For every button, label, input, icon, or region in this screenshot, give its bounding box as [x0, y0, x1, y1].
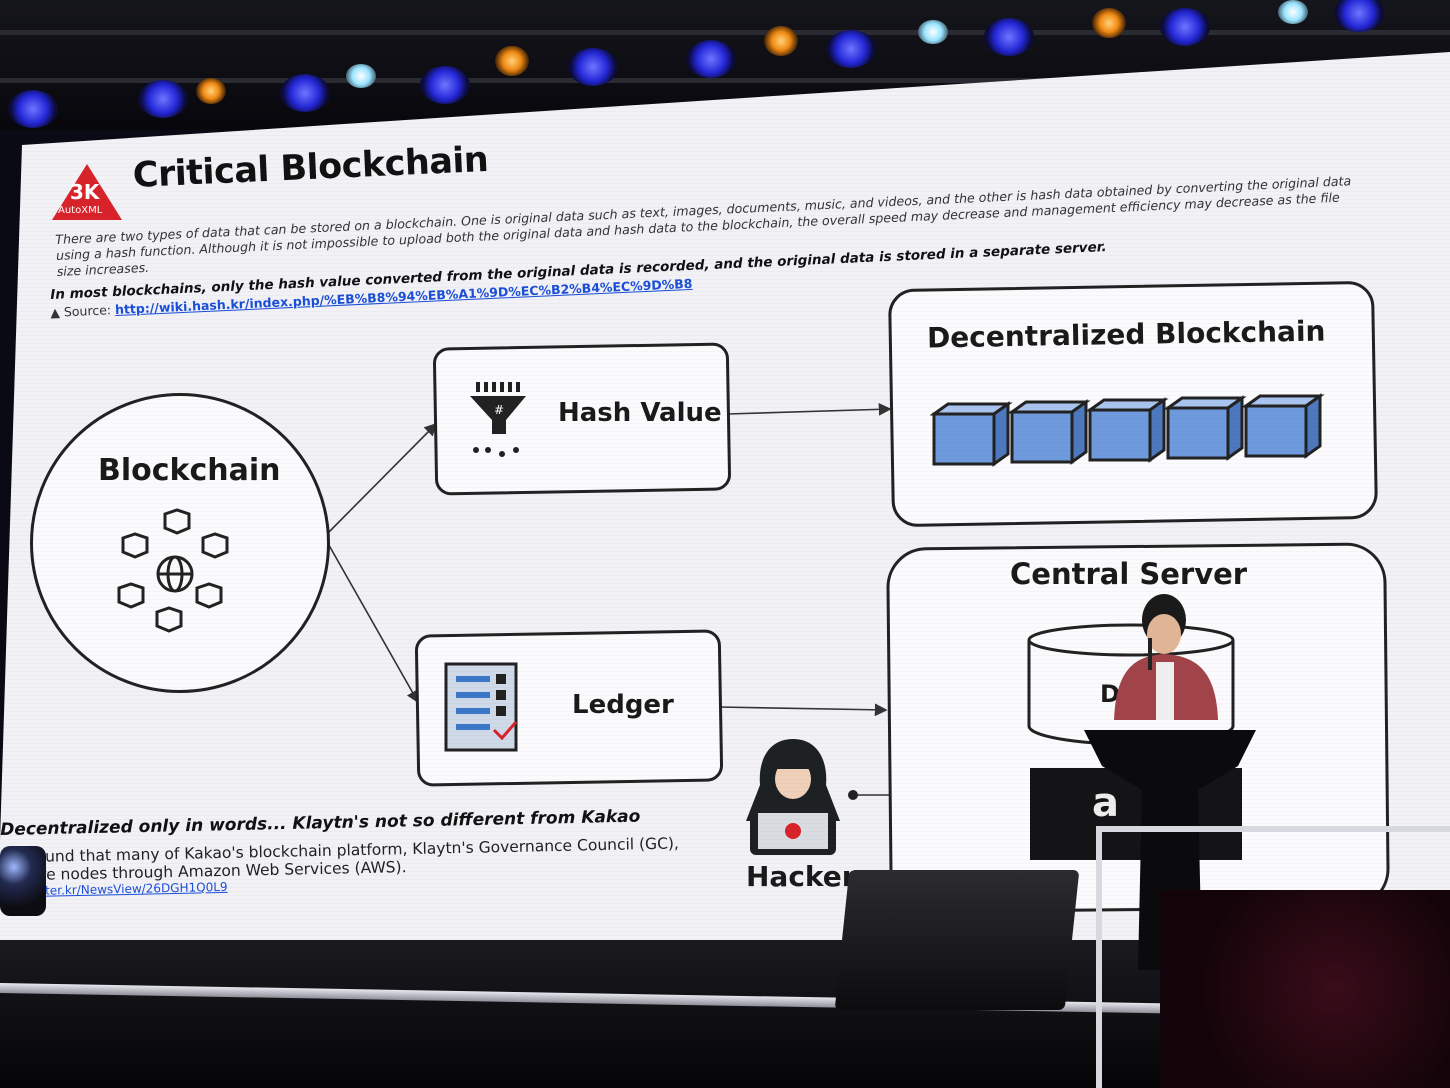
- stage-railing: [1096, 826, 1450, 832]
- hash-funnel-icon: #: [470, 382, 526, 457]
- stage-light: [686, 40, 736, 78]
- stage-light: [764, 26, 798, 56]
- stage-light: [568, 48, 618, 86]
- ledger-label: Ledger: [572, 690, 674, 720]
- stage-light: [420, 66, 470, 104]
- stage-light: [1334, 0, 1384, 32]
- blockchain-label: Blockchain: [98, 453, 281, 488]
- blockchain-chain-icon: [930, 393, 1325, 467]
- ledger-document-icon: [444, 662, 518, 752]
- svg-text:#: #: [494, 403, 504, 417]
- truss-beam: [0, 78, 1450, 83]
- blockchain-network-icon: [117, 508, 229, 633]
- stage-spotlight-left: [0, 846, 46, 916]
- blockchain-circle: [30, 393, 330, 693]
- stage-railing: [1096, 826, 1102, 1088]
- stage-light: [1092, 8, 1126, 38]
- stage-light: [826, 30, 876, 68]
- led-panel: [1160, 890, 1450, 1088]
- stage-light: [918, 20, 948, 44]
- hacker-icon: [746, 739, 840, 855]
- stage-light: [138, 80, 188, 118]
- stage-light: [8, 90, 58, 128]
- stage-light: [984, 18, 1034, 56]
- hash-value-label: Hash Value: [558, 398, 722, 428]
- hacker-label: Hacker: [746, 860, 856, 893]
- stage-light: [196, 78, 226, 104]
- central-server-label: Central Server: [1010, 557, 1248, 591]
- stage-light: [495, 46, 529, 76]
- database-partial-label: D: [1100, 680, 1120, 708]
- truss-beam: [0, 30, 1450, 35]
- stage-light: [346, 64, 376, 88]
- decentralized-blockchain-label: Decentralized Blockchain: [926, 314, 1326, 355]
- logo-subtext: AutoXML: [58, 205, 103, 216]
- stage-monitor-speaker: [834, 870, 1080, 1010]
- stage-light: [1278, 0, 1308, 24]
- server-partial-label: a: [1092, 780, 1119, 826]
- presenter-at-podium: [1084, 594, 1256, 970]
- logo-mark: 3K: [70, 180, 100, 204]
- stage-light: [1160, 8, 1210, 46]
- stage-light: [280, 74, 330, 112]
- autoxml-logo: [52, 164, 122, 220]
